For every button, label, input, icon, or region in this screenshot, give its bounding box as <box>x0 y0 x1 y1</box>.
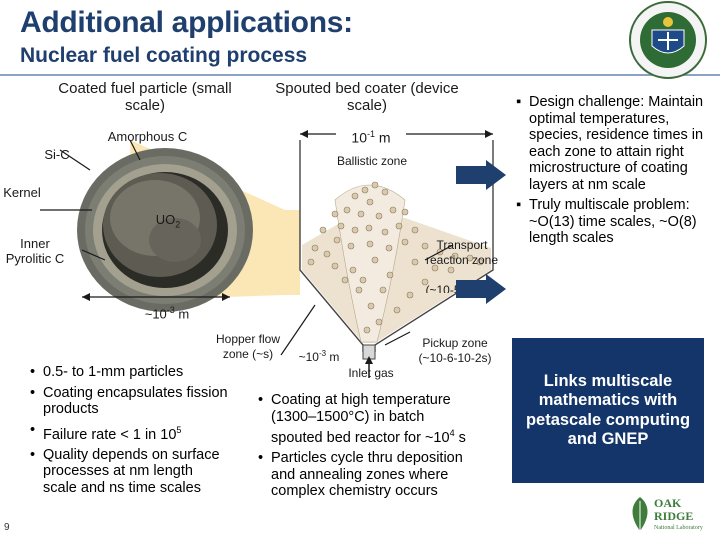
bullet-coating-encapsulates: Coating encapsulates fission products <box>30 385 230 418</box>
bullet-particle-size: 0.5- to 1-mm particles <box>30 364 230 381</box>
label-inner-pyrolitic-c: Inner Pyrolitic C <box>5 236 65 266</box>
particle-scale-label: ~10-3 m <box>144 305 190 322</box>
label-amorphous-c: Amorphous C <box>107 129 188 144</box>
arrow-right-upper <box>456 160 506 190</box>
bullet-quality: Quality depends on surface processes at … <box>30 447 230 497</box>
page-number: 9 <box>4 522 10 533</box>
bullet-failure-rate: Failure rate < 1 in 105 <box>30 422 230 443</box>
label-uo2: UO2 <box>155 212 181 230</box>
oak-leaf-icon <box>632 497 648 531</box>
hopper-flow-zone-label: Hopper flow zone (~s) <box>215 332 281 361</box>
bullet-multiscale-problem: Truly multiscale problem: ~O(13) time sc… <box>516 197 716 247</box>
title-divider <box>0 74 720 76</box>
label-kernel: Kernel <box>3 185 41 200</box>
left-bullet-list: 0.5- to 1-mm particles Coating encapsula… <box>30 364 230 500</box>
right-bullet-list: Design challenge: Maintain optimal tempe… <box>516 94 716 251</box>
particle-callout-graphic <box>40 139 300 312</box>
arrow-right-lower <box>456 274 506 304</box>
process-arrows <box>456 160 506 304</box>
oak-ridge-logo-subtext: National Laboratory <box>654 525 703 531</box>
label-sic: Si-C <box>44 147 70 162</box>
spouted-bed-diagram <box>280 130 494 378</box>
doe-seal-logo <box>629 1 707 79</box>
oak-ridge-logo-text: OAK RIDGE <box>654 496 694 523</box>
bullet-particle-cycle: Particles cycle thru deposition and anne… <box>258 450 473 500</box>
links-callout-box: Links multiscale mathematics with petasc… <box>512 338 704 483</box>
coater-scale-label: 10-1 m <box>336 126 406 147</box>
middle-bullet-list: Coating at high temperature (1300–1500°C… <box>258 392 473 504</box>
ballistic-zone-label: Ballistic zone <box>336 154 408 168</box>
bullet-coating-temperature: Coating at high temperature (1300–1500°C… <box>258 392 473 446</box>
coater-heading: Spouted bed coater (device scale) <box>275 80 459 114</box>
bullet-design-challenge: Design challenge: Maintain optimal tempe… <box>516 94 716 193</box>
particles <box>307 181 484 334</box>
inlet-gas-label: Inlet gas <box>348 366 394 380</box>
inlet-scale-label: ~10-3 m <box>298 349 340 364</box>
slide-title: Additional applications: <box>20 6 353 39</box>
particle-heading: Coated fuel particle (small scale) <box>58 80 232 114</box>
transport-zone-label: Transport reaction zone <box>425 238 499 267</box>
pickup-zone-label: Pickup zone (~10-6-10-2s) <box>418 336 492 365</box>
slide-subtitle: Nuclear fuel coating process <box>20 44 308 67</box>
